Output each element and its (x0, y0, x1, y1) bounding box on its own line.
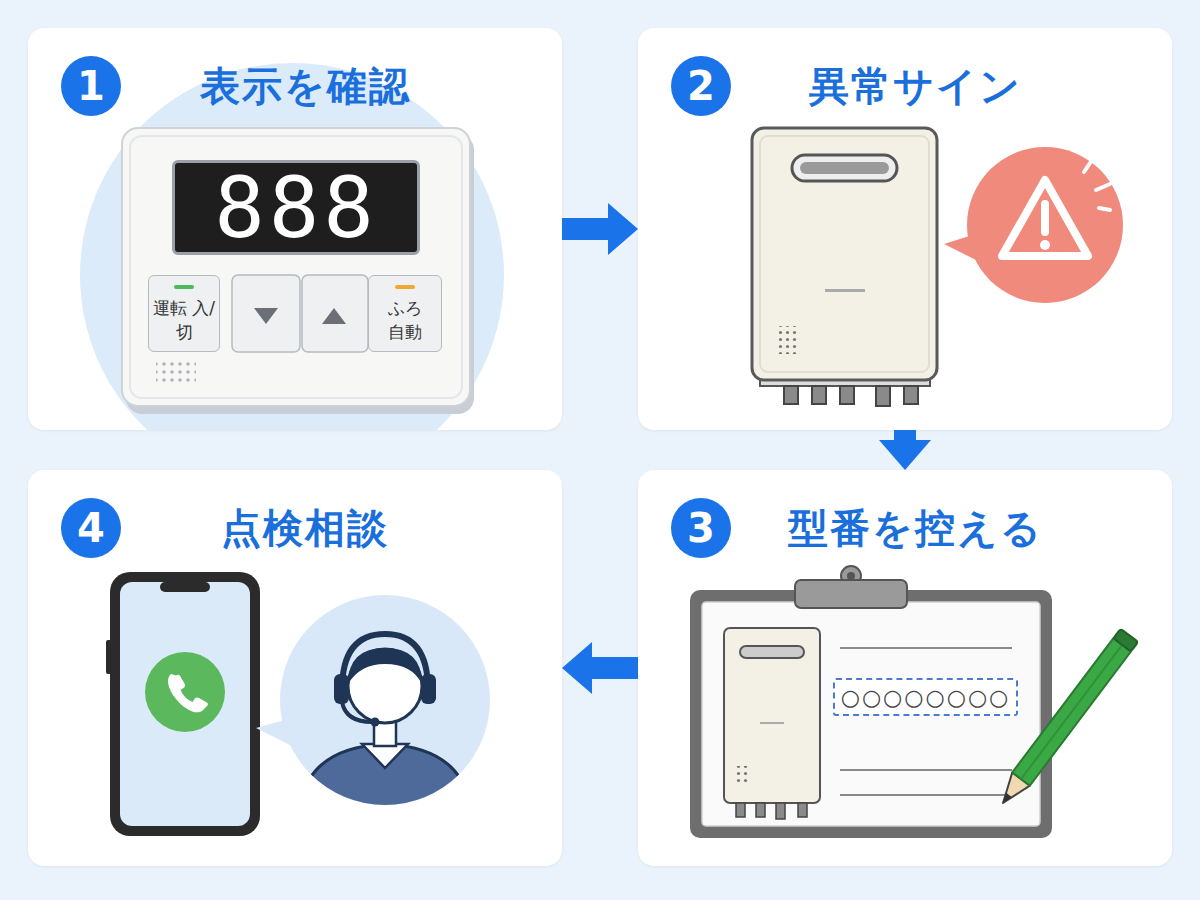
button-label: 運転 入/切 (149, 296, 219, 344)
step-title: 表示を確認 (48, 54, 562, 118)
step-title: 点検相談 (48, 496, 562, 560)
control-button: ふろ 自動 (368, 275, 442, 352)
model-number-box: ○○○○○○○○ (833, 678, 1018, 716)
step-panel: 3型番を控える ○○○○○○○○ (638, 470, 1172, 866)
step-title: 異常サイン (658, 54, 1172, 118)
flow-arrow (592, 657, 638, 679)
step-number: 2 (671, 56, 731, 116)
step-number: 1 (61, 56, 121, 116)
control-button: 運転 入/切 (148, 275, 220, 352)
step-number: 3 (671, 498, 731, 558)
flow-arrow (894, 430, 916, 440)
display-screen: 888 (172, 160, 420, 255)
step-title: 型番を控える (658, 496, 1172, 560)
button-label: ふろ 自動 (369, 296, 441, 344)
step-panel: 2異常サイン (638, 28, 1172, 430)
step-panel: 1表示を確認 888 運転 入/切 ふろ 自動 (28, 28, 562, 430)
display-digits: 888 (214, 166, 378, 250)
model-number: ○○○○○○○○ (841, 685, 1011, 710)
step-panel: 4点検相談 (28, 470, 562, 866)
flow-arrow (562, 218, 608, 240)
step-number: 4 (61, 498, 121, 558)
